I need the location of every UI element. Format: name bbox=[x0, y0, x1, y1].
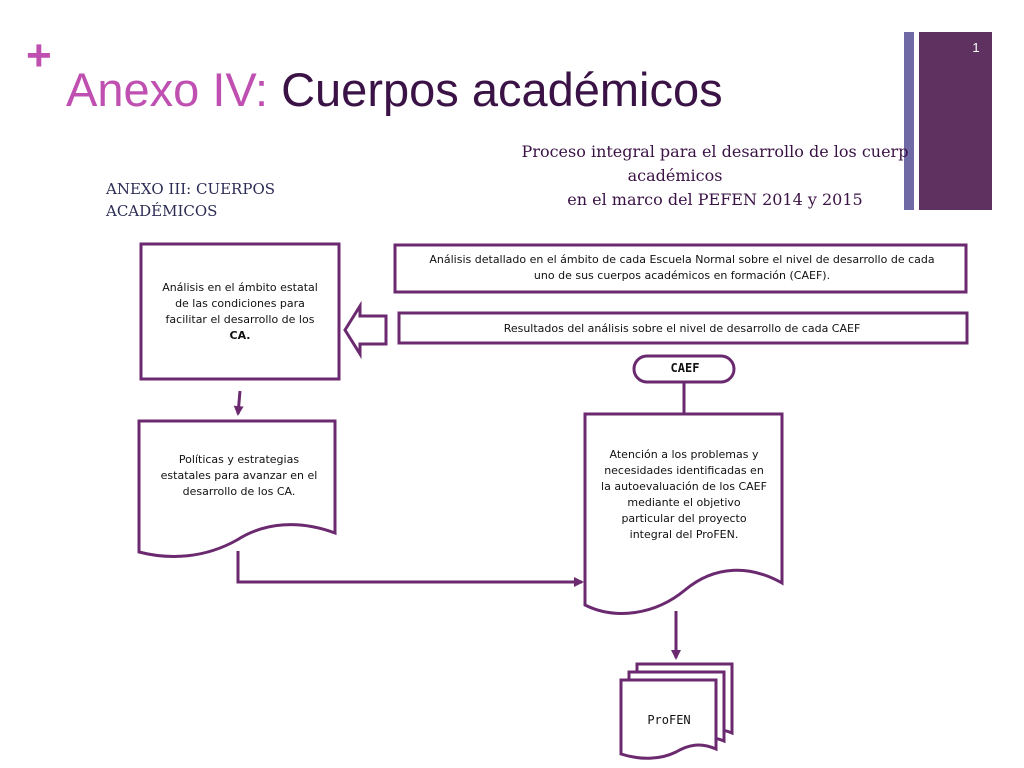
multidocument-profen bbox=[619, 662, 734, 760]
anexo-iii-label: ANEXO III: CUERPOS ACADÉMICOS bbox=[106, 180, 276, 220]
text-line: Políticas y estrategias bbox=[178, 453, 300, 466]
terminator-caef bbox=[632, 354, 736, 384]
box-analisis-estatal bbox=[139, 242, 341, 381]
subtitle-line-1: Proceso integral para el desarrollo de l… bbox=[521, 142, 909, 161]
text-politicas: Políticas y estrategias estatales para a… bbox=[150, 452, 328, 500]
multidocument-profen-label: ProFEN bbox=[647, 713, 691, 727]
text-line: facilitar el desarrollo de los bbox=[165, 313, 315, 326]
text-line: CA. bbox=[229, 329, 251, 342]
text-line: mediante el objetivo bbox=[627, 496, 741, 509]
connector-politicas-atencion bbox=[236, 551, 584, 587]
slide-title: Anexo IV: Cuerpos académicos bbox=[66, 62, 723, 118]
subtitle-line-2: académicos bbox=[627, 166, 723, 185]
text-line: Análisis detallado en el ámbito de cada … bbox=[429, 253, 935, 266]
text-line: estatales para avanzar en el bbox=[160, 469, 318, 482]
text-line: Atención a los problemas y bbox=[609, 448, 759, 461]
box-analisis-detallado bbox=[393, 243, 968, 294]
text-line: uno de sus cuerpos académicos en formaci… bbox=[533, 269, 831, 282]
title-main: Cuerpos académicos bbox=[268, 63, 723, 116]
text-line: de las condiciones para bbox=[175, 297, 305, 310]
title-prefix: Anexo IV: bbox=[66, 63, 269, 116]
document-politicas bbox=[137, 419, 337, 558]
decor-bar-wide bbox=[919, 32, 992, 210]
text-analisis-detallado: Análisis detallado en el ámbito de cada … bbox=[402, 252, 962, 284]
text-resultados: Resultados del análisis sobre el nivel d… bbox=[503, 322, 861, 335]
text-line: necesidades identificadas en bbox=[604, 464, 764, 477]
text-atencion: Atención a los problemas y necesidades i… bbox=[592, 447, 776, 543]
decor-bar-thin bbox=[904, 32, 914, 210]
text-line: integral del ProFEN. bbox=[629, 528, 739, 541]
document-atencion bbox=[583, 412, 784, 615]
subtitle-line-3: en el marco del PEFEN 2014 y 2015 bbox=[567, 190, 863, 209]
text-line: desarrollo de los CA. bbox=[182, 485, 296, 498]
hollow-left-arrow bbox=[343, 300, 388, 360]
text-analisis-estatal: Análisis en el ámbito estatal de las con… bbox=[150, 280, 330, 344]
text-line: la autoevaluación de los CAEF bbox=[601, 480, 767, 493]
arrow-analisis-politicas bbox=[233, 390, 244, 416]
plus-decoration: + bbox=[26, 31, 52, 80]
page-number: 1 bbox=[972, 40, 980, 55]
box-resultados bbox=[397, 311, 969, 345]
terminator-caef-label: CAEF bbox=[670, 361, 700, 375]
text-line: Análisis en el ámbito estatal bbox=[162, 281, 318, 294]
text-line: particular del proyecto bbox=[621, 512, 747, 525]
